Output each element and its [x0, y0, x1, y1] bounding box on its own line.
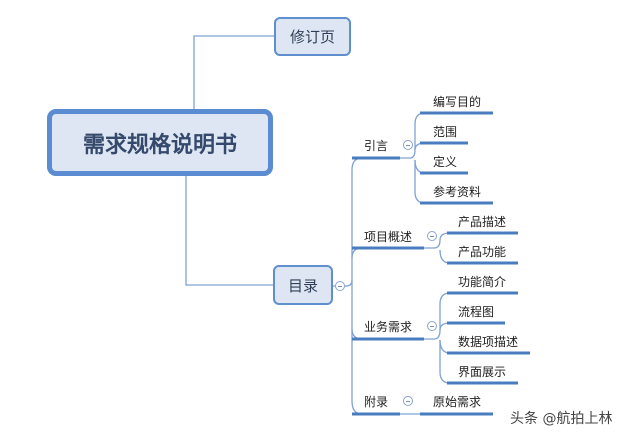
leaf-node[interactable]: 产品功能: [458, 245, 507, 259]
node-toc[interactable]: 目录: [273, 265, 333, 305]
leaf-node[interactable]: 流程图: [458, 305, 495, 319]
collapse-intro-icon[interactable]: [403, 140, 413, 150]
leaf-node[interactable]: 界面展示: [458, 365, 507, 379]
leaf-node[interactable]: 编写目的: [433, 95, 482, 109]
node-revision-label: 修订页: [289, 28, 335, 46]
node-revision[interactable]: 修订页: [274, 17, 351, 56]
leaf-node[interactable]: 参考资料: [433, 185, 482, 199]
root-label: 需求规格说明书: [82, 132, 237, 158]
leaf-node[interactable]: 功能简介: [458, 275, 507, 289]
section-appendix[interactable]: 附录: [364, 395, 389, 409]
collapse-toc-icon[interactable]: [335, 281, 345, 291]
leaf-node[interactable]: 原始需求: [433, 395, 482, 409]
section-overview[interactable]: 项目概述: [364, 230, 413, 244]
leaf-node[interactable]: 范围: [433, 125, 458, 139]
node-toc-label: 目录: [287, 276, 318, 295]
collapse-appendix-icon[interactable]: [403, 396, 413, 406]
section-business[interactable]: 业务需求: [364, 320, 413, 334]
collapse-business-icon[interactable]: [427, 321, 437, 331]
watermark: 头条 @航拍上林: [510, 411, 613, 427]
root-node[interactable]: 需求规格说明书: [47, 109, 273, 176]
leaf-node[interactable]: 产品描述: [458, 215, 507, 229]
section-intro[interactable]: 引言: [364, 139, 389, 153]
collapse-overview-icon[interactable]: [427, 231, 437, 241]
leaf-node[interactable]: 数据项描述: [458, 335, 519, 349]
leaf-node[interactable]: 定义: [433, 155, 458, 169]
